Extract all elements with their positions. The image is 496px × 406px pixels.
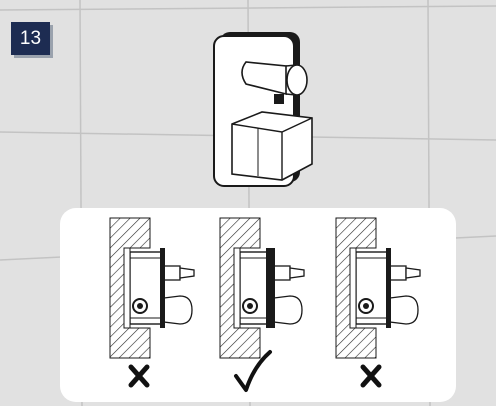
- cross-mark-icon: [128, 364, 150, 388]
- step-number-badge: 13: [11, 22, 50, 55]
- mixer-valve-illustration: [213, 32, 313, 187]
- cross-mark-icon: [360, 364, 382, 388]
- check-mark-icon: [234, 350, 272, 392]
